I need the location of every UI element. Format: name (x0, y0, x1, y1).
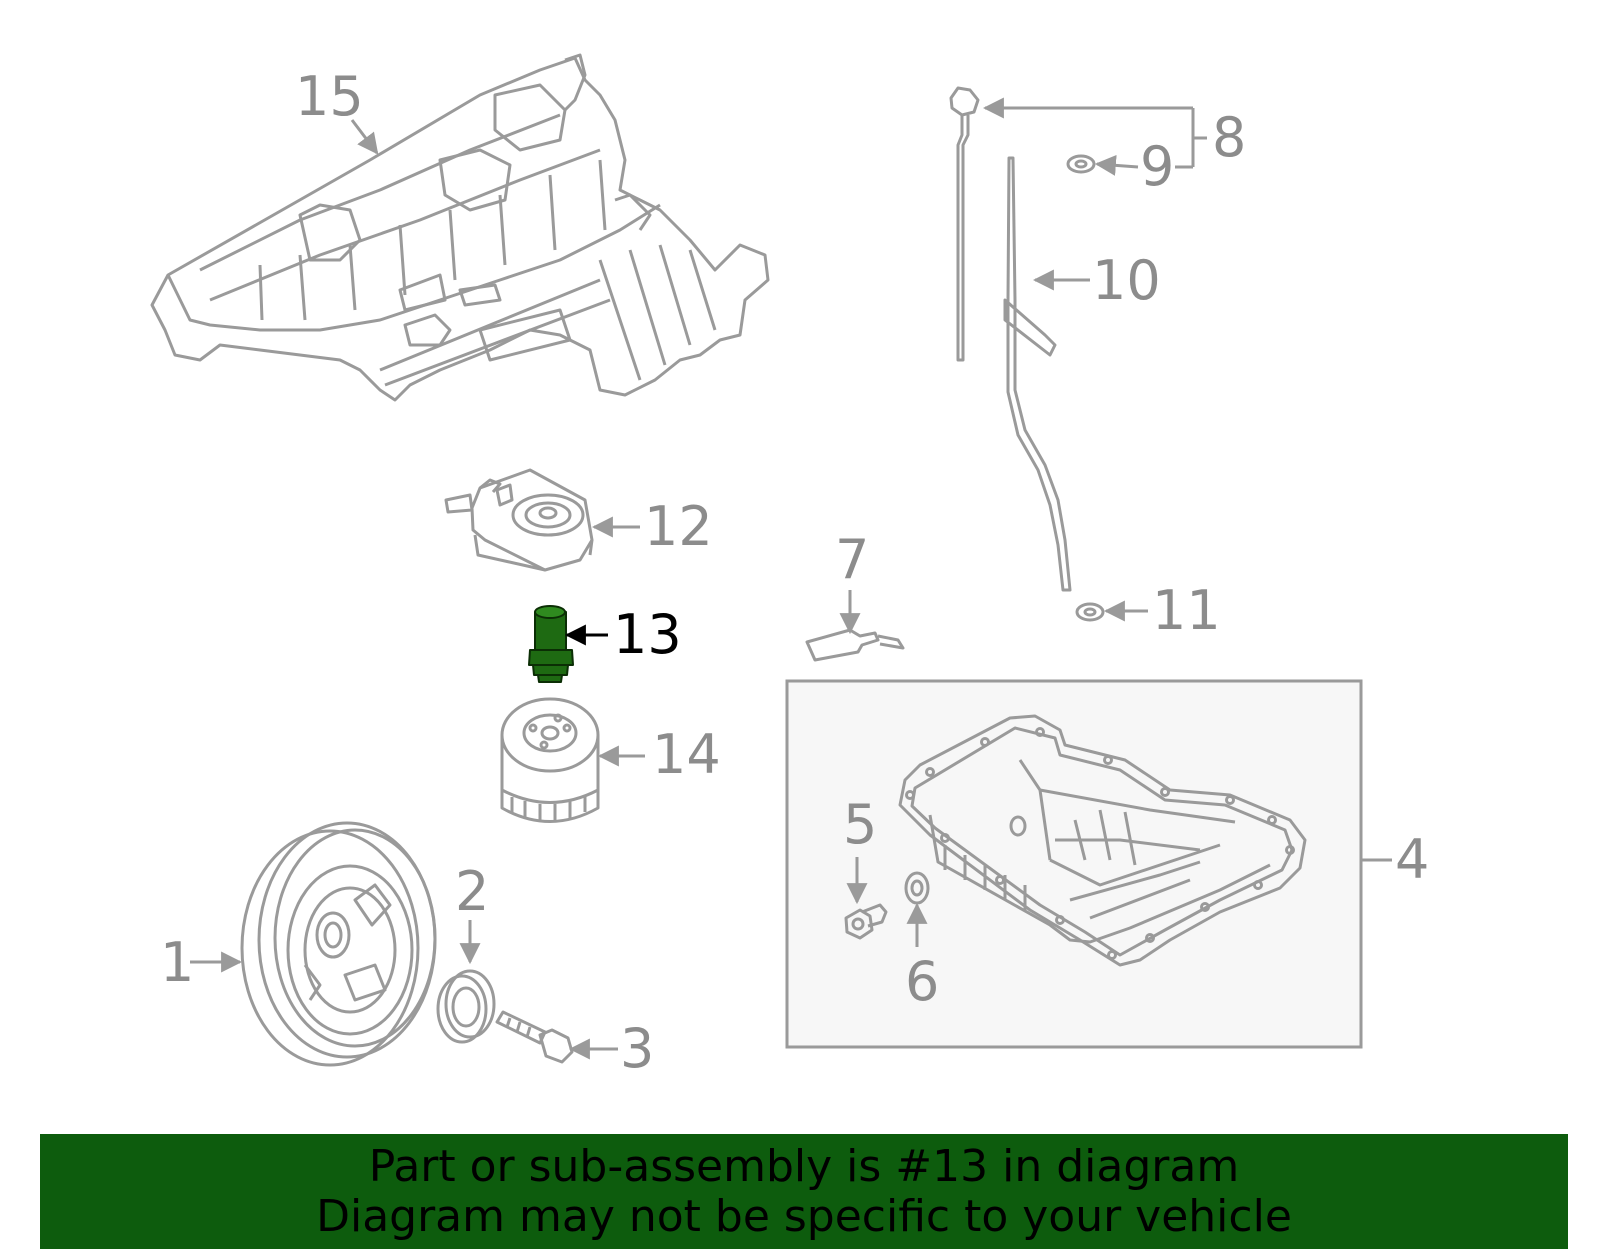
callout-6: 6 (905, 950, 940, 1013)
part-15-engine-lower-block (150, 53, 770, 402)
part-2-seal (436, 969, 496, 1044)
part-3-bolt (495, 1010, 574, 1064)
callout-11: 11 (1152, 579, 1221, 642)
callout-3: 3 (620, 1017, 655, 1080)
diagram-notice-banner: Part or sub-assembly is #13 in diagram D… (40, 1134, 1568, 1249)
callout-14: 14 (652, 723, 721, 786)
callout-7: 7 (835, 528, 870, 591)
callout-8: 8 (1212, 106, 1247, 169)
callout-13: 13 (613, 603, 682, 666)
part-4-kit-box (785, 679, 1363, 1049)
part-8-10-dipstick-tube (949, 86, 1072, 592)
part-12-oil-cooler (444, 468, 594, 572)
callout-10: 10 (1092, 249, 1161, 312)
callout-4: 4 (1395, 828, 1430, 891)
part-13-oil-filter-stud (528, 605, 574, 683)
leader-lines (190, 97, 1392, 1060)
callout-12: 12 (644, 495, 713, 558)
callout-15: 15 (295, 65, 364, 128)
callout-1: 1 (160, 931, 195, 994)
part-11-o-ring (1075, 602, 1105, 622)
part-4-oil-pan (898, 714, 1307, 967)
part-5-drain-plug (844, 903, 888, 940)
callout-2: 2 (455, 860, 490, 923)
parts-diagram-drawing (150, 53, 1392, 1067)
callout-9: 9 (1140, 135, 1175, 198)
part-9-o-ring (1066, 154, 1096, 174)
part-1-crankshaft-pulley (240, 821, 437, 1067)
part-7-sealant-tube (805, 628, 905, 662)
banner-disclaimer-line: Diagram may not be specific to your vehi… (316, 1190, 1292, 1242)
banner-part-line: Part or sub-assembly is #13 in diagram (368, 1140, 1240, 1192)
parts-diagram: 15 8 9 10 12 7 11 13 14 5 4 2 1 6 3 (150, 53, 1430, 1080)
callout-5: 5 (843, 793, 878, 856)
part-14-oil-filter (500, 697, 600, 823)
